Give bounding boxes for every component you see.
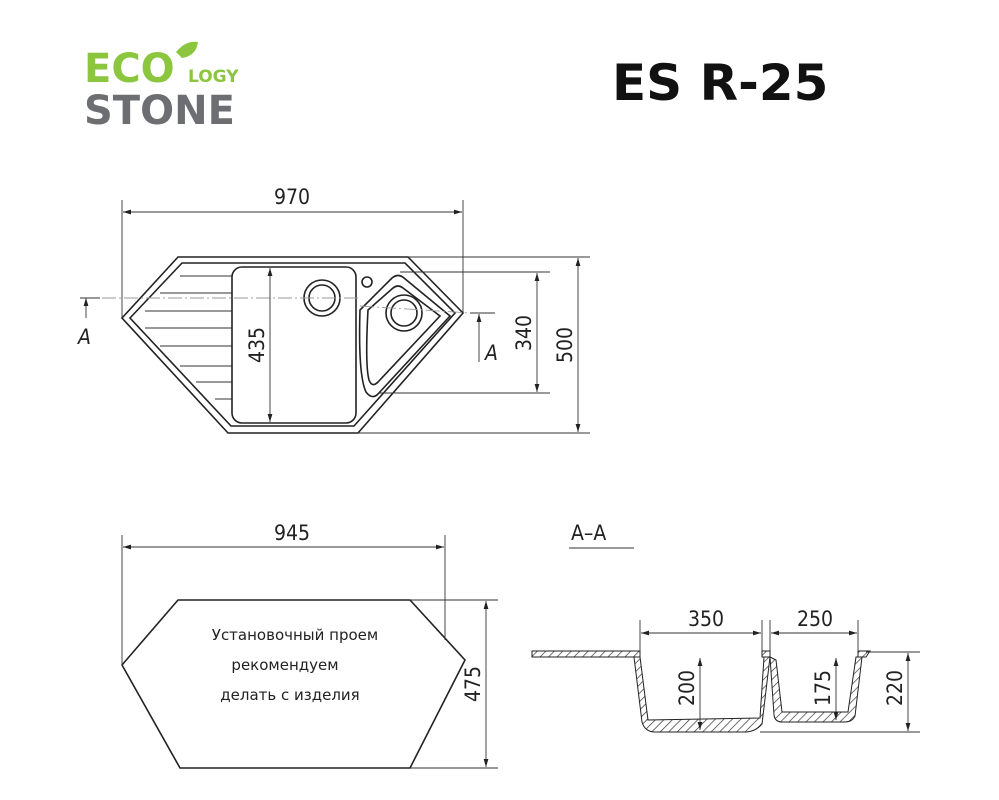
dim-total-220: 220 <box>883 670 907 706</box>
dim-cutout-945: 945 <box>274 521 310 545</box>
dim-width-970: 970 <box>274 185 310 209</box>
leaf-icon <box>176 41 198 58</box>
drainboard-grooves <box>145 275 232 400</box>
dim-bowl-435: 435 <box>245 327 269 363</box>
model-title: ES R-25 <box>612 54 828 112</box>
dim-depth-500: 500 <box>553 327 577 363</box>
dim-bowl1-350: 350 <box>688 607 724 631</box>
dim-cutout-475: 475 <box>461 666 485 702</box>
section-view: A–A 350 250 200 175 220 <box>531 521 920 733</box>
cutout-view: 945 475 Установочный проем рекомендуем д… <box>121 521 498 769</box>
cutout-note-3: делать с изделия <box>220 686 359 704</box>
dim-bowl2-250: 250 <box>797 607 833 631</box>
logo-logy: LOGY <box>188 67 239 87</box>
section-label: A–A <box>571 521 606 545</box>
cutout-note-2: рекомендуем <box>231 656 338 674</box>
section-mark-right: A <box>484 341 498 365</box>
dim-bowl1-200: 200 <box>675 670 699 706</box>
corner-bowl <box>358 274 452 398</box>
top-view: 970 500 340 435 A A <box>77 185 590 434</box>
dim-corner-340: 340 <box>512 315 536 351</box>
main-bowl <box>231 266 357 424</box>
cutout-note-1: Установочный проем <box>212 626 378 644</box>
dim-bowl2-175: 175 <box>811 670 835 706</box>
brand-logo: ECO LOGY STONE <box>84 41 239 134</box>
logo-stone: STONE <box>84 88 235 134</box>
faucet-hole <box>361 276 373 288</box>
logo-eco: ECO <box>84 46 175 92</box>
section-mark-left: A <box>77 325 91 349</box>
